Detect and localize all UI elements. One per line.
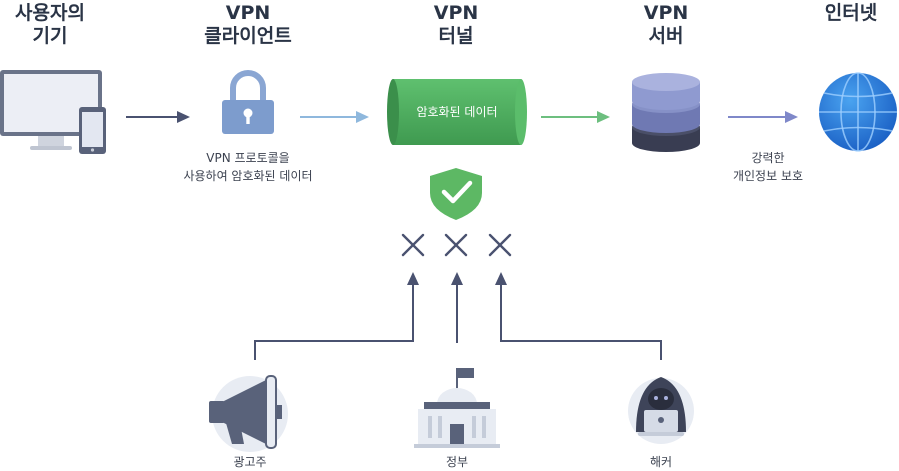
internet-title-line1: 인터넷 bbox=[824, 2, 878, 24]
shield-check-icon bbox=[430, 168, 482, 220]
threat-arrow-government bbox=[451, 272, 463, 343]
threat-arrow-hacker bbox=[495, 272, 662, 360]
arrow-tunnel-to-server bbox=[541, 111, 610, 123]
internet-title: 인터넷 bbox=[808, 2, 894, 25]
server-title: VPN 서버 bbox=[621, 2, 711, 48]
client-caption-line1: VPN 프로토콜을 bbox=[206, 151, 290, 165]
government-building-icon bbox=[414, 368, 500, 448]
padlock-icon bbox=[222, 70, 274, 134]
arrow-device-to-client bbox=[126, 111, 190, 123]
arrow-client-to-tunnel bbox=[300, 111, 369, 123]
client-title: VPN 클라이언트 bbox=[188, 2, 308, 48]
client-title-line2: 클라이언트 bbox=[204, 25, 292, 47]
tunnel-title-line2: 터널 bbox=[438, 25, 474, 47]
globe-icon bbox=[819, 72, 897, 152]
advertiser-label: 광고주 bbox=[233, 455, 267, 469]
device-title: 사용자의 기기 bbox=[5, 2, 95, 48]
x-icon bbox=[444, 233, 468, 257]
phone-icon bbox=[79, 107, 106, 154]
server-icon bbox=[632, 73, 700, 152]
server-caption: 강력한 개인정보 보호 bbox=[713, 149, 823, 185]
arrow-server-to-internet bbox=[728, 111, 798, 123]
x-icon bbox=[401, 233, 425, 257]
server-title-line2: 서버 bbox=[648, 25, 684, 47]
tunnel-title-line1: VPN bbox=[433, 2, 479, 24]
hacker-label: 해커 bbox=[649, 455, 673, 469]
threat-arrow-advertiser bbox=[254, 272, 419, 360]
client-caption-line2: 사용하여 암호화된 데이터 bbox=[183, 169, 313, 183]
device-title-line2: 기기 bbox=[32, 25, 68, 47]
tunnel-label: 암호화된 데이터 bbox=[416, 105, 498, 119]
hacker-icon bbox=[628, 377, 694, 444]
tunnel-icon bbox=[387, 79, 527, 145]
megaphone-icon bbox=[209, 375, 288, 452]
server-title-line1: VPN bbox=[643, 2, 689, 24]
client-caption: VPN 프로토콜을 사용하여 암호화된 데이터 bbox=[163, 149, 333, 185]
client-title-line1: VPN bbox=[225, 2, 271, 24]
server-caption-line1: 강력한 bbox=[751, 151, 785, 165]
device-title-line1: 사용자의 bbox=[15, 2, 85, 24]
server-caption-line2: 개인정보 보호 bbox=[732, 169, 804, 183]
x-icon bbox=[488, 233, 512, 257]
tunnel-title: VPN 터널 bbox=[411, 2, 501, 48]
government-label: 정부 bbox=[445, 455, 469, 469]
